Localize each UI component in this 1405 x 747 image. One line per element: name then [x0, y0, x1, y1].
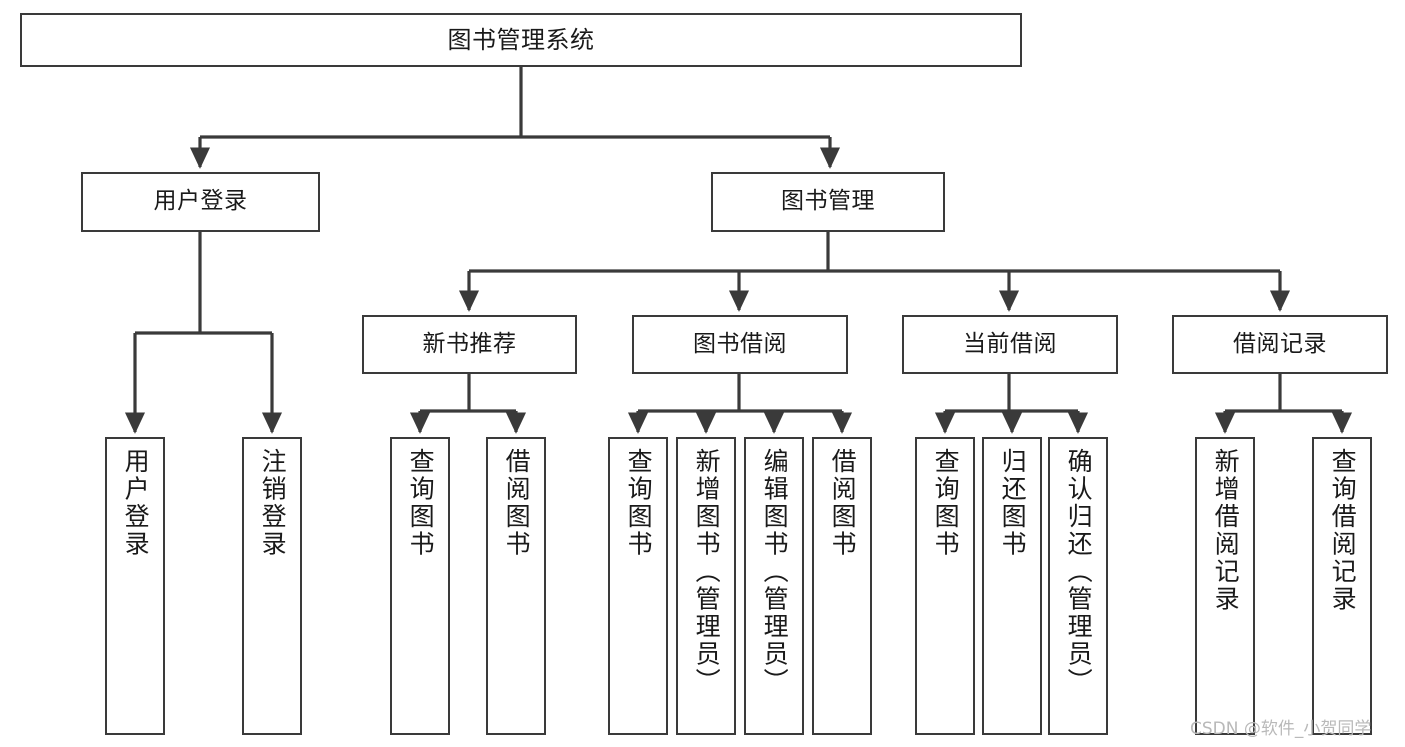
node-leaf-add-book[interactable]: 新增图书（管理员） — [676, 437, 736, 735]
node-leaf-return-book[interactable]: 归还图书 — [982, 437, 1042, 735]
node-leaf-add-record-label: 新增借阅记录 — [1211, 448, 1241, 613]
node-book-borrow-label: 图书借阅 — [693, 330, 787, 357]
node-leaf-confirm-return[interactable]: 确认归还（管理员） — [1048, 437, 1108, 735]
node-user-login-label: 用户登录 — [153, 188, 248, 215]
node-book-manage[interactable]: 图书管理 — [711, 172, 945, 232]
node-leaf-user-login[interactable]: 用户登录 — [105, 437, 165, 735]
node-leaf-query-book-2[interactable]: 查询图书 — [608, 437, 668, 735]
node-borrow-record[interactable]: 借阅记录 — [1172, 315, 1388, 374]
node-leaf-return-book-label: 归还图书 — [998, 448, 1028, 558]
node-leaf-borrow-book-2-label: 借阅图书 — [828, 448, 858, 558]
node-leaf-borrow-book-1[interactable]: 借阅图书 — [486, 437, 546, 735]
node-leaf-query-book-1-label: 查询图书 — [406, 448, 436, 558]
node-leaf-query-book-1[interactable]: 查询图书 — [390, 437, 450, 735]
node-book-borrow[interactable]: 图书借阅 — [632, 315, 848, 374]
node-new-book-rec-label: 新书推荐 — [422, 330, 517, 357]
node-leaf-confirm-return-label: 确认归还（管理员） — [1064, 448, 1094, 696]
node-leaf-borrow-book-1-label: 借阅图书 — [502, 448, 532, 558]
node-leaf-query-book-3-label: 查询图书 — [931, 448, 961, 558]
node-borrow-record-label: 借阅记录 — [1233, 330, 1327, 357]
node-leaf-query-book-3[interactable]: 查询图书 — [915, 437, 975, 735]
node-root-label: 图书管理系统 — [447, 25, 595, 54]
node-root[interactable]: 图书管理系统 — [20, 13, 1022, 67]
node-user-login[interactable]: 用户登录 — [81, 172, 320, 232]
watermark-text: CSDN @软件_小贺同学 — [1190, 719, 1372, 739]
node-leaf-logout-label: 注销登录 — [258, 448, 288, 558]
node-current-borrow[interactable]: 当前借阅 — [902, 315, 1118, 374]
node-leaf-edit-book[interactable]: 编辑图书（管理员） — [744, 437, 804, 735]
node-new-book-rec[interactable]: 新书推荐 — [362, 315, 577, 374]
node-leaf-add-record[interactable]: 新增借阅记录 — [1195, 437, 1255, 735]
node-leaf-user-login-label: 用户登录 — [121, 448, 151, 558]
node-leaf-query-record-label: 查询借阅记录 — [1328, 448, 1358, 613]
node-leaf-borrow-book-2[interactable]: 借阅图书 — [812, 437, 872, 735]
node-leaf-logout[interactable]: 注销登录 — [242, 437, 302, 735]
node-current-borrow-label: 当前借阅 — [963, 330, 1057, 357]
node-leaf-add-book-label: 新增图书（管理员） — [692, 448, 722, 696]
node-leaf-query-record[interactable]: 查询借阅记录 — [1312, 437, 1372, 735]
node-leaf-query-book-2-label: 查询图书 — [624, 448, 654, 558]
node-leaf-edit-book-label: 编辑图书（管理员） — [760, 448, 790, 696]
node-book-manage-label: 图书管理 — [781, 188, 875, 215]
